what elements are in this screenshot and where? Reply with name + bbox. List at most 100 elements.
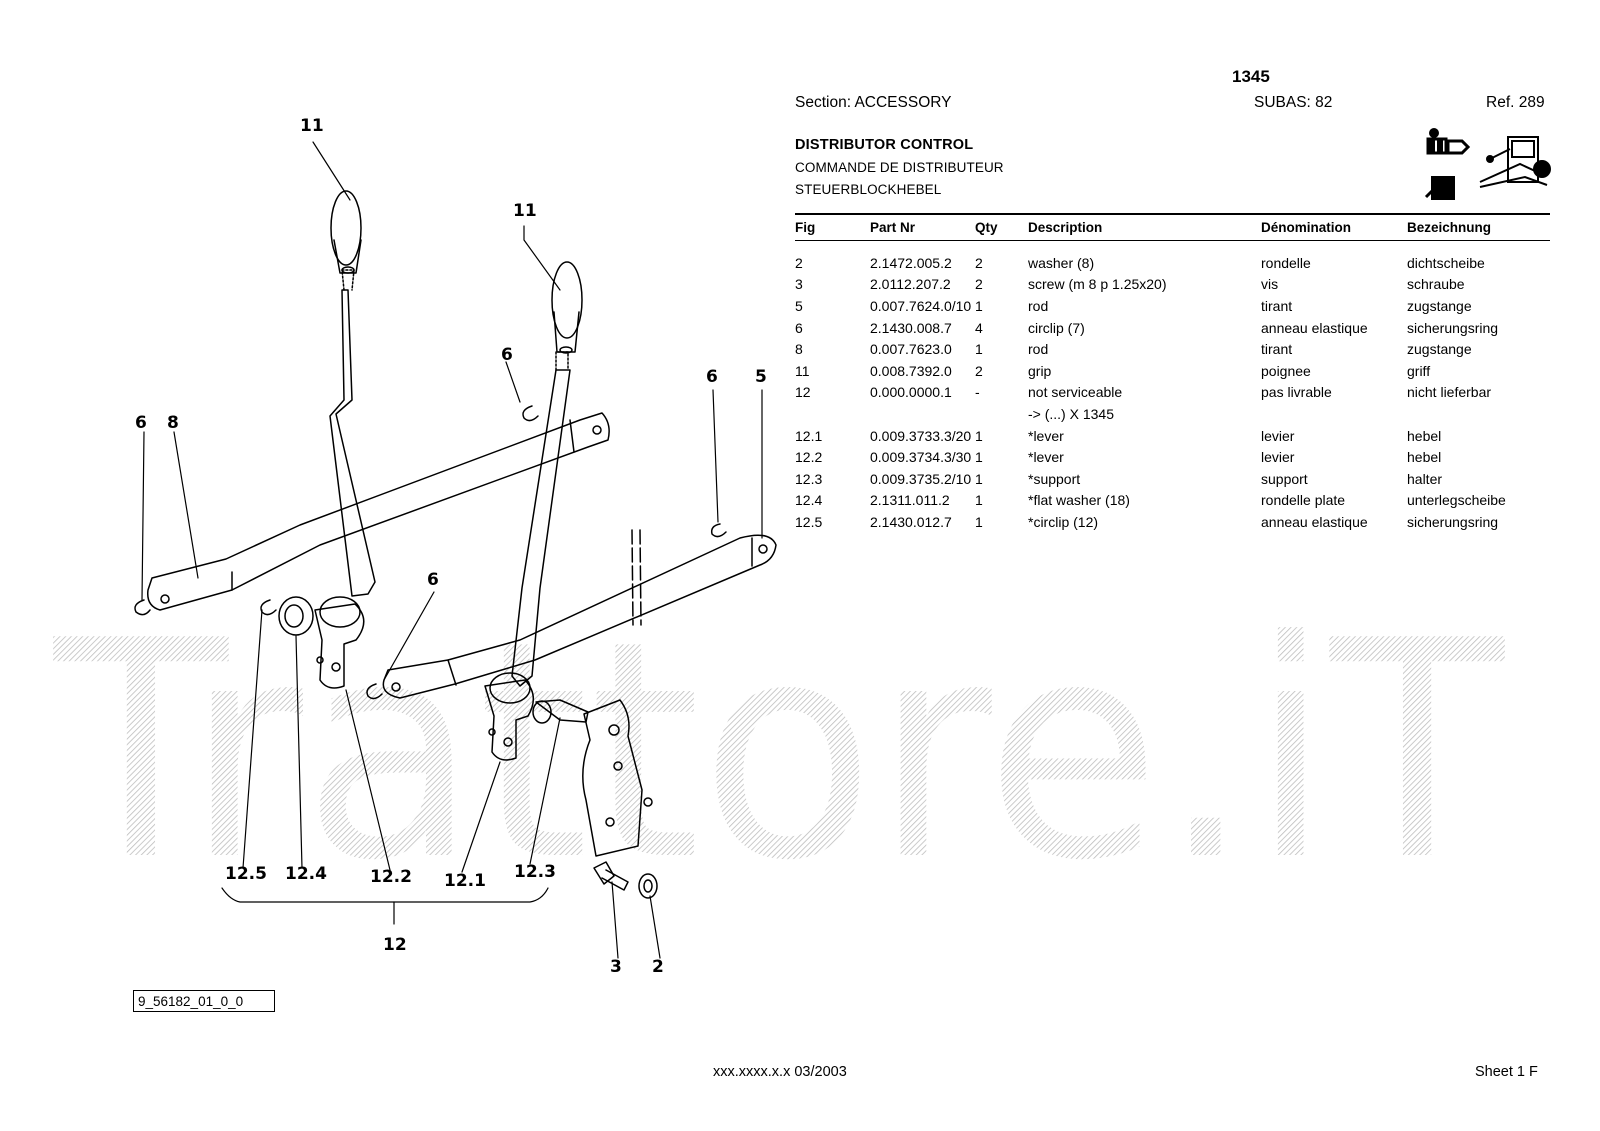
cell-bezeichnung: griff <box>1407 362 1431 379</box>
label-8: 8 <box>167 413 179 433</box>
cell-fig: 12.5 <box>795 513 823 530</box>
cell-denomination: tirant <box>1261 341 1293 358</box>
cell-bezeichnung: zugstange <box>1407 297 1472 314</box>
cell-part-nr: 2.1472.005.2 <box>870 254 952 271</box>
cell-fig: 12.4 <box>795 492 823 509</box>
column-header-qty: Qty <box>975 213 1028 241</box>
cell-part-nr: 0.007.7624.0/10 <box>870 297 972 314</box>
cell-bezeichnung: dichtscheibe <box>1407 254 1485 271</box>
label-12-3: 12.3 <box>514 862 556 882</box>
cell-part-nr <box>870 403 975 425</box>
cell-part-nr: 0.009.3735.2/10 <box>870 470 972 487</box>
page-number: 1345 <box>1232 67 1270 86</box>
cell-description: washer (8) <box>1028 254 1095 271</box>
cell-bezeichnung: hebel <box>1407 427 1442 444</box>
cell-denomination: vis <box>1261 276 1279 293</box>
cell-fig: 8 <box>795 341 803 358</box>
cell-fig: 12.2 <box>795 449 823 466</box>
cell-part-nr: 0.008.7392.0 <box>870 362 952 379</box>
circlip-mid-part <box>366 683 383 700</box>
table-row: -> (...) X 1345 <box>795 403 1550 425</box>
rod-5-part <box>382 534 777 699</box>
circlip-right-part <box>710 523 727 538</box>
cell-fig <box>795 403 870 425</box>
cell-description: *support <box>1028 470 1081 487</box>
column-header-bezeichnung: Bezeichnung <box>1407 213 1550 241</box>
cell-denomination: support <box>1261 470 1308 487</box>
cell-qty: 2 <box>975 276 983 293</box>
table-spacer <box>795 241 1550 253</box>
cell-fig: 12.3 <box>795 470 823 487</box>
support-12-3-part <box>532 699 653 857</box>
table-header-row: Fig Part Nr Qty Description Dénomination… <box>795 213 1550 241</box>
cell-part-nr: 0.000.0000.1 <box>870 384 952 401</box>
cell-part-nr: 0.007.7623.0 <box>870 341 952 358</box>
cell-denomination: rondelle plate <box>1261 492 1346 509</box>
tractor-hydraulic-control-icon <box>1424 128 1471 200</box>
column-header-part-nr: Part Nr <box>870 213 975 241</box>
label-6-mid: 6 <box>427 570 439 590</box>
column-header-fig: Fig <box>795 213 870 241</box>
cell-description: not serviceable <box>1028 384 1123 401</box>
cell-denomination: rondelle <box>1261 254 1311 271</box>
subas-label: SUBAS: 82 <box>1254 94 1333 111</box>
label-2: 2 <box>652 957 664 977</box>
label-6-right: 6 <box>706 367 718 387</box>
cell-bezeichnung: schraube <box>1407 276 1465 293</box>
cell-bezeichnung: sicherungsring <box>1407 513 1499 530</box>
cell-denomination: pas livrable <box>1261 384 1332 401</box>
cell-fig: 3 <box>795 276 803 293</box>
cell-fig: 11 <box>795 362 810 379</box>
screw-3-part <box>593 861 629 891</box>
washer-2-part <box>638 873 658 899</box>
cell-fig: 6 <box>795 319 803 336</box>
ref-label: Ref. 289 <box>1486 94 1545 111</box>
tractor-rear-icon <box>1479 136 1551 188</box>
label-11-right: 11 <box>513 201 537 221</box>
washer-12-4-part <box>278 596 314 636</box>
cell-qty <box>975 403 1028 425</box>
cell-part-nr: 0.009.3733.3/20 <box>870 427 972 444</box>
label-6-left: 6 <box>135 413 147 433</box>
cell-qty: 4 <box>975 319 983 336</box>
rod-8-part <box>147 412 610 611</box>
cell-description: *circlip (12) <box>1028 513 1099 530</box>
cell-description: rod <box>1028 341 1049 358</box>
header-icons <box>1424 128 1551 200</box>
label-12-2: 12.2 <box>370 867 412 887</box>
footer-sheet: Sheet 1 F <box>1475 1064 1538 1080</box>
cell-bezeichnung <box>1407 403 1550 425</box>
circlip-upper-part <box>522 405 539 422</box>
cell-bezeichnung: zugstange <box>1407 341 1472 358</box>
cell-qty: 1 <box>975 513 983 530</box>
cell-description: grip <box>1028 362 1052 379</box>
cell-denomination: poignee <box>1261 362 1311 379</box>
label-3: 3 <box>610 957 622 977</box>
cell-fig: 12.1 <box>795 427 823 444</box>
cell-description: *lever <box>1028 449 1064 466</box>
circlip-12-5-part <box>260 599 277 616</box>
cell-qty: 1 <box>975 492 983 509</box>
lever-12-2-part <box>314 190 376 689</box>
cell-denomination: levier <box>1261 427 1295 444</box>
table-row: 12.4 2.1311.011.2 1 *flat washer (18) rondel… <box>795 490 1550 512</box>
cell-part-nr: 2.1311.011.2 <box>870 492 950 509</box>
label-12-5: 12.5 <box>225 864 267 884</box>
cell-description: *flat washer (18) <box>1028 492 1130 509</box>
cell-bezeichnung: halter <box>1407 470 1443 487</box>
title-german: STEUERBLOCKHEBEL <box>795 182 942 197</box>
lever-12-1-part <box>484 261 583 761</box>
exploded-diagram: 11 11 6 6 8 6 5 6 12.5 12.4 12.2 12.1 12… <box>134 116 777 977</box>
cell-part-nr: 2.0112.207.2 <box>870 276 951 293</box>
cell-description: circlip (7) <box>1028 319 1085 336</box>
cell-fig: 12 <box>795 384 811 401</box>
